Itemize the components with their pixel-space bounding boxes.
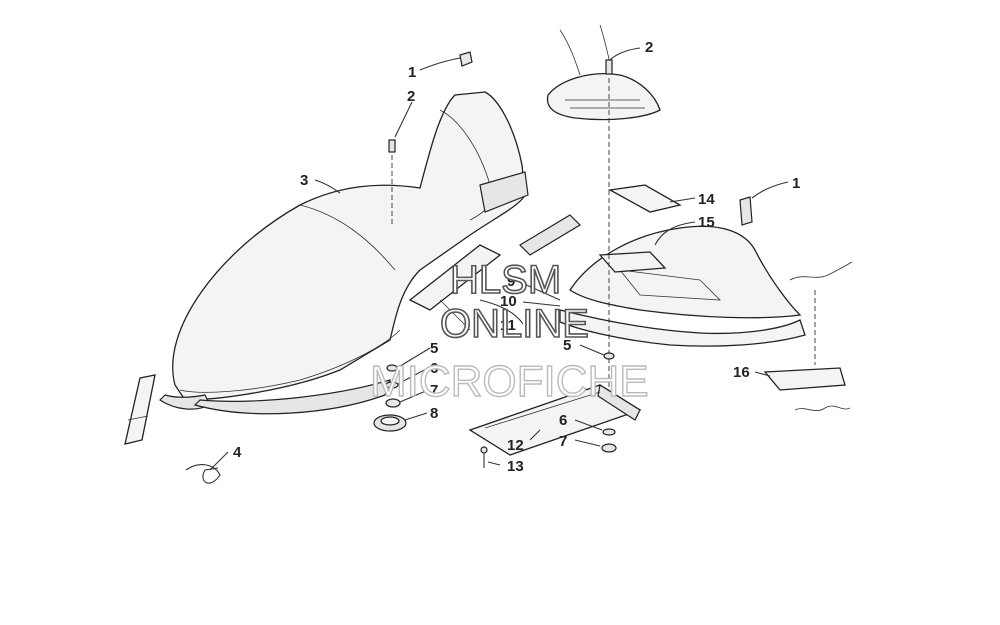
leader-c10	[522, 301, 561, 307]
callout-8-grommet: 8	[430, 405, 438, 422]
leader-c15	[654, 221, 696, 246]
callout-10: 10	[500, 293, 517, 310]
leader-c7a	[399, 389, 429, 403]
callout-11: 11	[500, 317, 516, 334]
watermark-line-2: ONLINE	[440, 302, 589, 346]
leader-c9	[521, 282, 561, 301]
callout-2-grip-screw: 2	[645, 39, 653, 56]
rivet-part	[480, 446, 488, 468]
callout-5-right: 5	[563, 337, 571, 354]
skid-plate-part	[468, 384, 642, 456]
leader-c6a	[397, 367, 429, 385]
leader-c14	[669, 197, 696, 203]
rear-bracket-part	[559, 309, 806, 347]
leader-c5b	[579, 344, 605, 356]
screw-part-left	[388, 139, 396, 225]
callout-15-tray: 15	[698, 214, 715, 231]
watermark-line-1: HLSM	[450, 258, 561, 302]
leader-c16	[754, 371, 771, 377]
leader-c1b	[751, 181, 789, 199]
screw-part-right	[605, 59, 613, 420]
callout-7-right: 7	[559, 433, 567, 450]
leader-c7b	[574, 439, 601, 447]
seat-part	[159, 91, 529, 415]
callout-12-skid: 12	[507, 437, 524, 454]
cap-part-left	[459, 51, 473, 67]
leader-c13	[487, 461, 501, 466]
leader-c2a	[394, 101, 413, 138]
callout-2-seat-screw: 2	[407, 88, 415, 105]
leader-c4	[209, 451, 229, 471]
callout-3-seat: 3	[300, 172, 308, 189]
plate-part	[124, 374, 156, 445]
leader-c1a	[419, 57, 461, 71]
callout-9: 9	[507, 273, 515, 290]
grip-assembly-part	[546, 24, 661, 121]
callout-4-clip: 4	[233, 444, 242, 461]
nut-part-right	[601, 352, 617, 453]
hairpin-clip-part	[185, 464, 221, 484]
leader-c8	[404, 412, 428, 421]
leader-c6b	[574, 419, 603, 431]
callout-1-seat-cap: 1	[408, 64, 416, 81]
bracket-part	[408, 244, 502, 331]
callout-14-mat: 14	[698, 191, 715, 208]
leader-c11	[479, 299, 524, 325]
watermark-line-3: MICROFICHE	[370, 357, 649, 406]
callout-1-tray-cap: 1	[792, 175, 800, 192]
spring-part	[789, 261, 853, 411]
leader-c12	[529, 429, 541, 441]
callout-6-left: 6	[430, 360, 438, 377]
callout-16-pad: 16	[733, 364, 750, 381]
leader-c2b	[609, 47, 641, 61]
mat-part	[607, 184, 682, 213]
storage-tray-part	[519, 214, 802, 319]
leader-c3	[314, 179, 341, 194]
callout-5-left: 5	[430, 340, 438, 357]
grommet-part	[373, 414, 407, 432]
callout-7-left: 7	[430, 382, 438, 399]
pad-part	[763, 367, 846, 391]
cap-part-right	[739, 196, 753, 226]
callout-13-rivet: 13	[507, 458, 524, 475]
callout-6-right: 6	[559, 412, 567, 429]
leader-c5a	[396, 347, 431, 369]
